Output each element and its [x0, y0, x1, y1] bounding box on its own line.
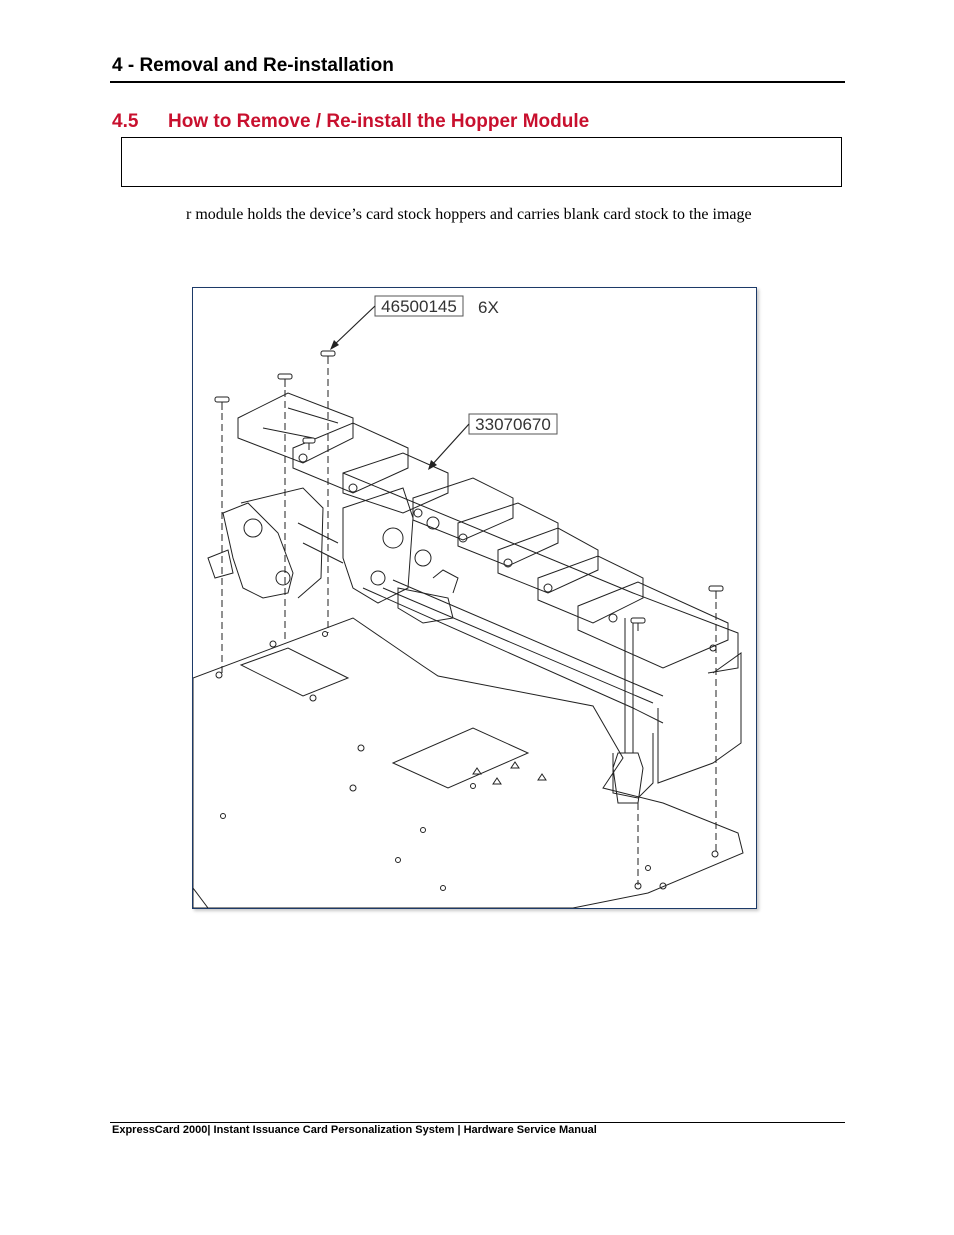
section-heading: 4.5 How to Remove / Re-install the Hopper… [112, 111, 589, 133]
locating-post [624, 618, 634, 753]
screw-2 [277, 373, 293, 387]
callout-screw-part-number: 46500145 [381, 297, 457, 316]
base-plate [193, 617, 744, 908]
diagram-svg: 46500145 6X 33070670 [193, 295, 744, 908]
card-hopper-stack [237, 392, 729, 669]
footer-text: ExpressCard 2000| Instant Issuance Card … [112, 1124, 597, 1136]
install-lines [221, 368, 717, 885]
header-rule [110, 81, 845, 83]
callout-screws: 46500145 6X [330, 295, 499, 350]
hopper-module-exploded-diagram: 46500145 6X 33070670 [192, 287, 757, 909]
screw-6 [302, 437, 316, 450]
screw-4 [708, 585, 724, 599]
screw-1 [214, 396, 230, 410]
screw-3 [320, 350, 336, 364]
left-bracket [207, 549, 234, 579]
body-paragraph: r module holds the device’s card stock h… [186, 206, 752, 223]
screw-5 [630, 617, 646, 631]
footer-rule [110, 1122, 845, 1123]
section-title: How to Remove / Re-install the Hopper Mo… [168, 111, 590, 132]
callout-module-part-number: 33070670 [475, 415, 551, 434]
callout-module: 33070670 [428, 413, 558, 470]
drive-assembly [222, 487, 459, 624]
hopper-end-plate [657, 652, 742, 784]
chapter-header: 4 - Removal and Re-installation [112, 55, 394, 76]
plate-cutout-1 [239, 647, 350, 697]
plate-cutout-2 [391, 727, 530, 789]
callout-screw-quantity: 6X [478, 298, 499, 317]
section-number: 4.5 [112, 111, 139, 132]
note-box [121, 137, 842, 187]
